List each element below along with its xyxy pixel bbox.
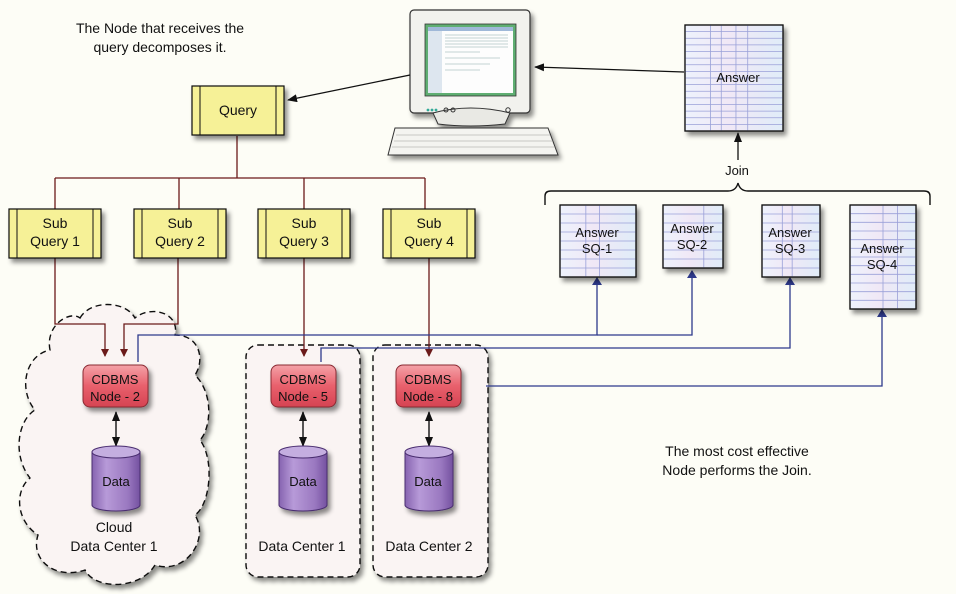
cdbms-node-2[interactable] — [82, 364, 149, 408]
result-lines — [137, 270, 887, 387]
data-store-group — [91, 445, 454, 512]
answer-sq2-table[interactable] — [662, 204, 724, 269]
answer-sq2-line2: SQ-2 — [677, 237, 707, 252]
sub-query-label-line2: Query 1 — [30, 233, 80, 249]
sub-query-label-line1: Sub — [43, 215, 68, 231]
sub-query-label-line1: Sub — [292, 215, 317, 231]
dc2-label: Data Center 2 — [385, 538, 472, 554]
bottom-note-line1: The most cost effective — [665, 443, 809, 459]
database-icon-1 — [91, 445, 141, 512]
sub-query-label-line2: Query 3 — [279, 233, 329, 249]
query-box[interactable] — [191, 85, 285, 136]
node-8-line2: Node - 8 — [403, 389, 453, 404]
keyboard-icon — [392, 134, 555, 148]
database-icon-3 — [404, 445, 454, 512]
answer-sq2-line1: Answer — [670, 221, 714, 236]
sub-query-label-line1: Sub — [417, 215, 442, 231]
answer-tables — [559, 24, 917, 310]
cdbms-node-5[interactable] — [270, 364, 337, 408]
answer-sq3-line1: Answer — [768, 225, 812, 240]
sub-query-label-line1: Sub — [168, 215, 193, 231]
answer-sq1-table[interactable] — [559, 204, 637, 278]
cloud-dc-label-line2: Data Center 1 — [70, 538, 157, 554]
decomposition-lines — [54, 136, 433, 357]
answer-sq1-line1: Answer — [575, 225, 619, 240]
answer-to-computer-arrow — [534, 63, 685, 73]
answer-sq1-line2: SQ-1 — [582, 241, 612, 256]
top-note-line1: The Node that receives the — [76, 20, 244, 36]
bottom-note-line2: Node performs the Join. — [662, 462, 811, 478]
node-2-line1: CDBMS — [92, 372, 139, 387]
answer-sq3-table[interactable] — [761, 204, 821, 278]
node-5-line2: Node - 5 — [278, 389, 328, 404]
join-brace — [544, 182, 931, 205]
answer-sq4-line1: Answer — [860, 241, 904, 256]
answer-sq3-line2: SQ-3 — [775, 241, 805, 256]
sub-query-label-line2: Query 2 — [155, 233, 205, 249]
sub-query-label-line2: Query 4 — [404, 233, 454, 249]
cdbms-node-8[interactable] — [395, 364, 462, 408]
data-label-1: Data — [102, 474, 130, 489]
top-note-line2: query decomposes it. — [93, 39, 226, 55]
database-icon-2 — [278, 445, 328, 512]
answer-sq4-table[interactable] — [849, 204, 917, 310]
computer-icon — [387, 9, 559, 156]
cloud-dc-label-line1: Cloud — [96, 519, 133, 535]
final-answer-table[interactable] — [684, 24, 784, 132]
node-5-line1: CDBMS — [280, 372, 327, 387]
final-answer-label: Answer — [716, 70, 760, 85]
data-label-3: Data — [414, 474, 442, 489]
computer-to-query-arrow — [287, 74, 411, 103]
data-label-2: Data — [289, 474, 317, 489]
answer-sq4-line2: SQ-4 — [867, 257, 897, 272]
query-label: Query — [219, 102, 257, 118]
node-data-links — [112, 411, 433, 447]
node-8-line1: CDBMS — [405, 372, 452, 387]
node-2-line2: Node - 2 — [90, 389, 140, 404]
join-label: Join — [725, 163, 749, 178]
dc1-label: Data Center 1 — [258, 538, 345, 554]
